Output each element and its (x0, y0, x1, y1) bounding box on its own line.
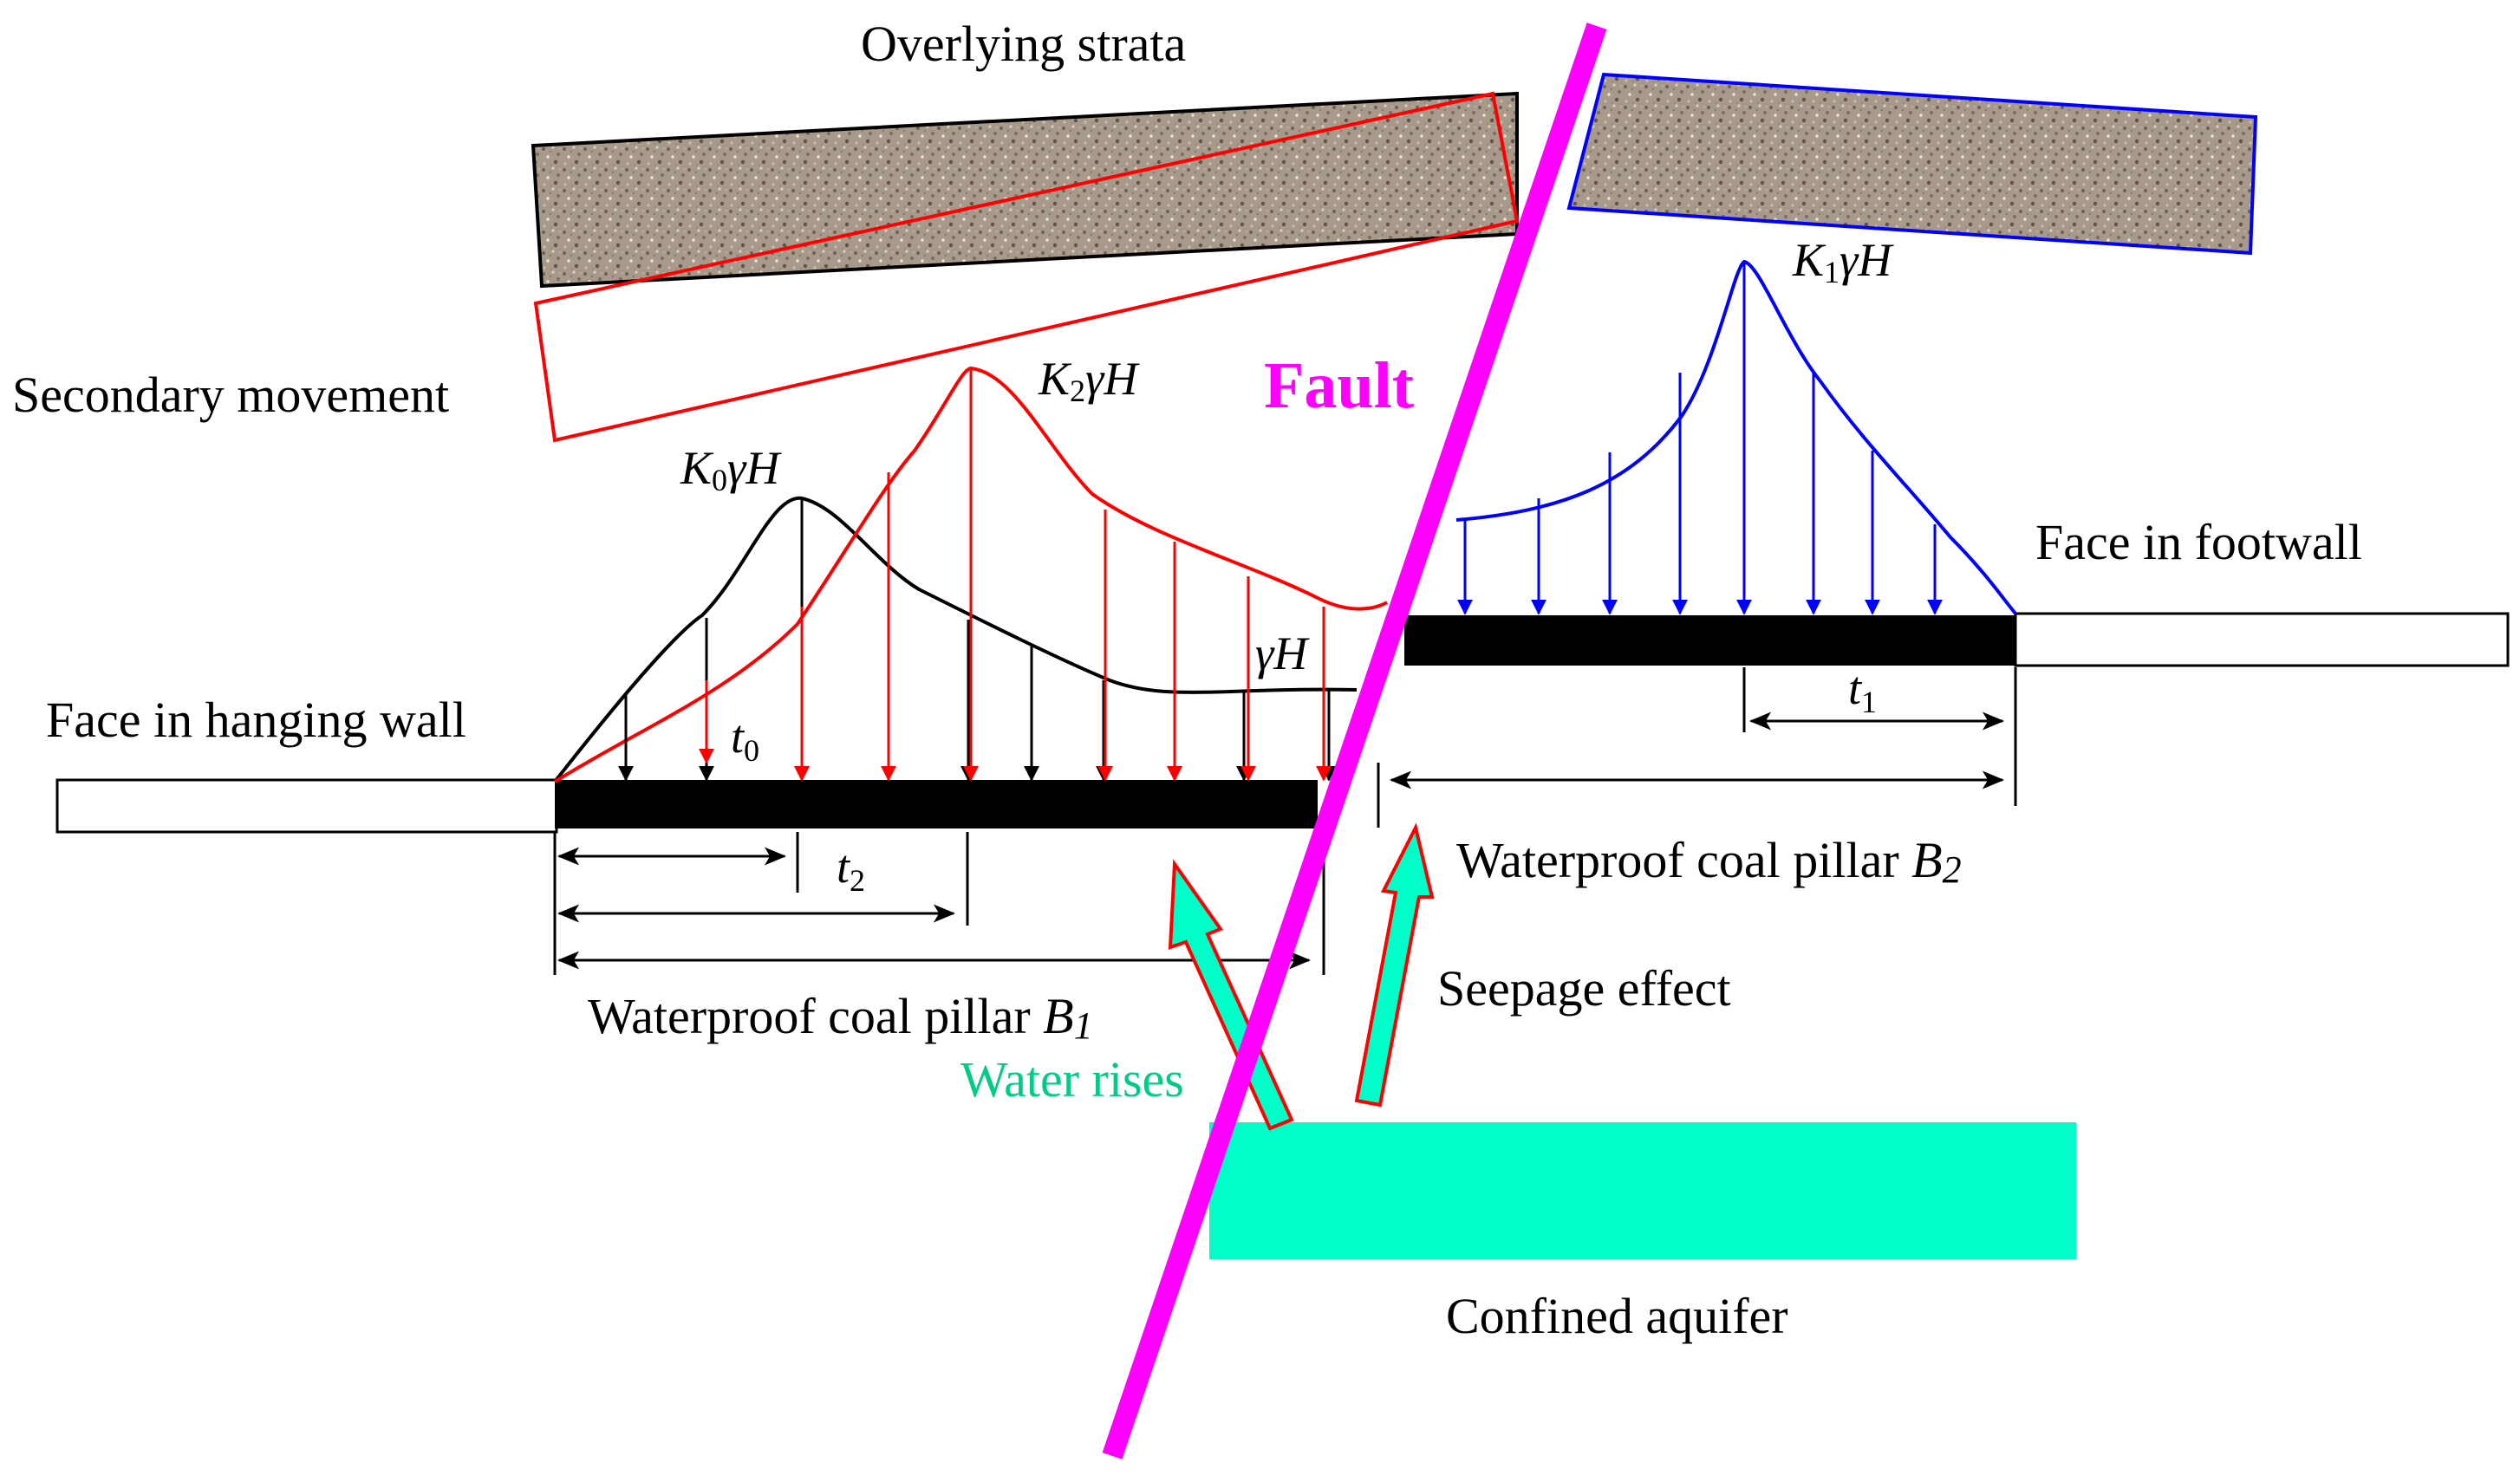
k0-symbol: K0γH (680, 442, 782, 497)
fault-line (1102, 23, 1607, 1459)
water-rises-label: Water rises (960, 1051, 1184, 1108)
t2-symbol: t2 (837, 841, 865, 898)
t1-symbol: t1 (1848, 662, 1877, 719)
t0-symbol: t0 (731, 711, 759, 768)
overlying-strata-hanging-block (531, 91, 1519, 289)
confined-aquifer-layer (1209, 1122, 2076, 1259)
gamma-h-symbol: γH (1255, 627, 1310, 679)
k1-stress-arrows (1457, 262, 1943, 615)
b2-dimension-lines (1377, 667, 2017, 828)
k1-symbol: K1γH (1792, 234, 1894, 289)
secondary-movement-label: Secondary movement (12, 367, 449, 423)
overlying-strata-footwall-block (1566, 72, 2258, 256)
overlying-strata-label: Overlying strata (861, 16, 1186, 72)
fault-label: Fault (1264, 349, 1414, 422)
secondary-movement-outline (533, 91, 1520, 443)
seepage-arrow (1354, 822, 1435, 1108)
footwall-roadway (2014, 612, 2510, 667)
k2-symbol: K2γH (1038, 353, 1140, 408)
coal-pillar-b2 (1404, 615, 2015, 666)
water-rises-arrow (1168, 859, 1294, 1131)
k1-stress-curve (1455, 259, 2017, 615)
coal-pillar-b1 (555, 780, 1318, 828)
k2-stress-curve (553, 366, 1389, 783)
k0-stress-curve (553, 496, 1358, 783)
face-footwall-label: Face in footwall (2035, 514, 2362, 570)
seepage-effect-label: Seepage effect (1437, 960, 1731, 1017)
hanging-wall-roadway (55, 778, 558, 834)
face-hanging-wall-label: Face in hanging wall (46, 692, 466, 748)
pillar-b2-label: Waterproof coal pillar B2 (1456, 832, 1962, 891)
pillar-b1-label: Waterproof coal pillar B1 (588, 988, 1093, 1047)
k2-stress-arrows (699, 368, 1332, 782)
confined-aquifer-label: Confined aquifer (1446, 1288, 1788, 1344)
